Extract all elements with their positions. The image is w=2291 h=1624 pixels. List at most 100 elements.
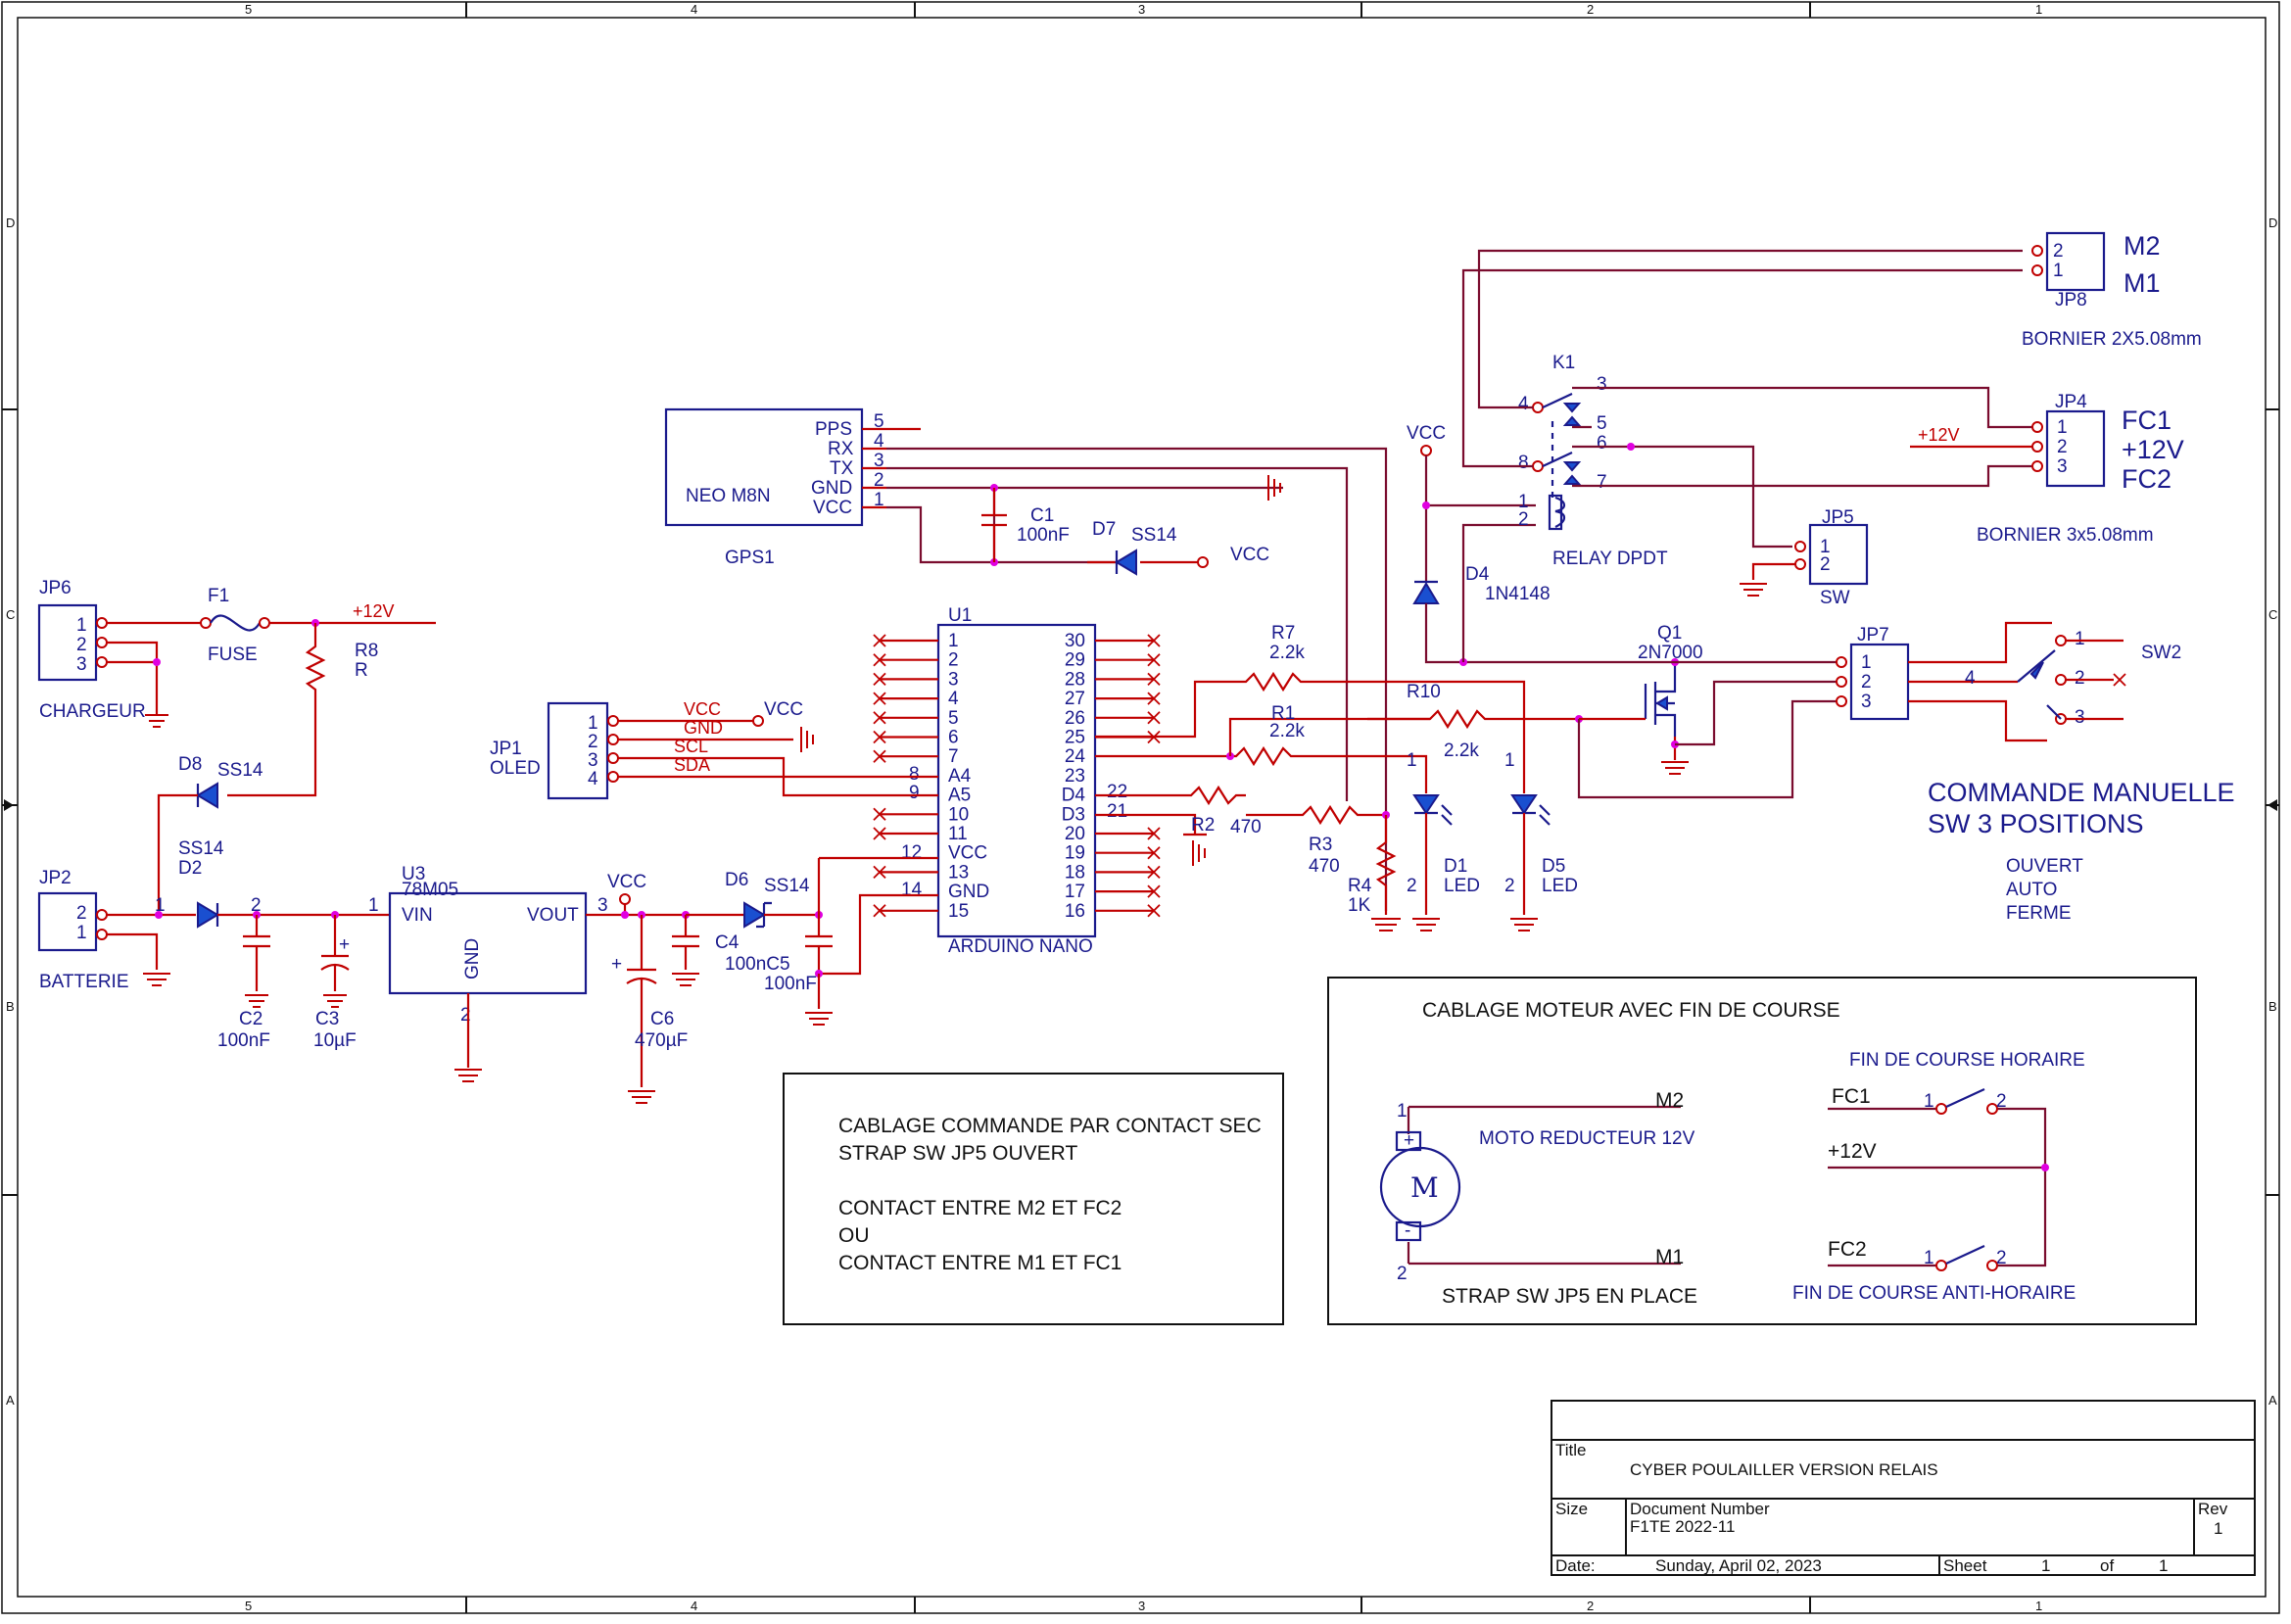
tb-rev: 1 xyxy=(2214,1519,2222,1538)
d1-pin1: 1 xyxy=(1407,750,1417,771)
gps-pinnum-5: 5 xyxy=(874,411,884,432)
motor-pin1: 1 xyxy=(1397,1101,1408,1122)
u1-nc-mark xyxy=(873,711,886,725)
jp1-net-gnd: GND xyxy=(684,718,723,738)
u1-nc-mark xyxy=(1147,634,1161,647)
note-contact-box: CABLAGE COMMANDE PAR CONTACT SEC STRAP S… xyxy=(783,1073,1284,1325)
fc1-pin2: 2 xyxy=(1996,1091,2007,1112)
manual-title2: SW 3 POSITIONS xyxy=(1928,809,2144,838)
motor-pin2: 2 xyxy=(1397,1264,1408,1284)
resistor-r2: R2 470 xyxy=(1095,785,1262,866)
u1-nc-mark xyxy=(873,730,886,744)
u1-right-pin-label: 24 xyxy=(1065,746,1086,767)
gps-pin-gnd: GND xyxy=(811,478,852,499)
k1-pin7: 7 xyxy=(1597,472,1607,493)
resistor-r10: R10 2.2k xyxy=(1367,682,1583,761)
manual-pos-close: FERME xyxy=(2006,903,2072,924)
d5-ref: D5 xyxy=(1542,856,1565,877)
r8-ref: R8 xyxy=(355,641,378,661)
gps-module: NEO M8N GPS1 PPS RX TX GND VCC 5 4 3 2 1 xyxy=(664,407,1388,911)
fc-anti-horaire-label: FIN DE COURSE ANTI-HORAIRE xyxy=(1792,1283,2076,1304)
mosfet-q1: Q1 2N7000 xyxy=(1577,623,1837,799)
r1-ref: R1 xyxy=(1271,703,1295,724)
u1-nc-mark xyxy=(1147,827,1161,840)
gps-pin-pps: PPS xyxy=(815,419,852,440)
diode-d2: D2 SS14 1 2 xyxy=(155,838,390,929)
note-contact-line1: CABLAGE COMMANDE PAR CONTACT SEC xyxy=(838,1115,1262,1137)
u1-nc-mark xyxy=(1147,672,1161,687)
motor-wiring-box: CABLAGE MOTEUR AVEC FIN DE COURSE + - M … xyxy=(1327,977,2197,1325)
sw2-pin2: 2 xyxy=(2075,668,2085,689)
note-contact-line3: CONTACT ENTRE M2 ET FC2 xyxy=(838,1197,1122,1219)
u1-nc-mark xyxy=(873,807,886,821)
c2-value: 100nF xyxy=(217,1030,270,1051)
jp1-net-vcc: VCC xyxy=(684,699,721,719)
u1-name: ARDUINO NANO xyxy=(948,936,1093,957)
k1-name: RELAY DPDT xyxy=(1552,549,1668,569)
connector-jp1-oled: JP1 OLED 1 2 3 4 VCC GND SCL SDA VCC xyxy=(490,699,938,800)
frame-row-c: C xyxy=(6,607,15,622)
c3-value: 10µF xyxy=(313,1030,357,1051)
frame-col-4-bottom: 4 xyxy=(691,1599,697,1613)
tb-date-label: Date: xyxy=(1555,1556,1596,1575)
connector-jp7: JP7 1 2 3 xyxy=(1836,621,2052,742)
u1-right-pin-label: 25 xyxy=(1065,728,1085,748)
connector-jp2: JP2 BATTERIE 2 1 xyxy=(37,868,196,992)
vcc-net-c6-c4: VCC + C6 470µF C4 xyxy=(607,872,744,1104)
sw2-pin1: 1 xyxy=(2075,629,2085,649)
r3-value: 470 xyxy=(1309,856,1340,877)
d1-pin2: 2 xyxy=(1407,876,1417,896)
u3-gnd: GND xyxy=(462,938,483,979)
manual-title1: COMMANDE MANUELLE xyxy=(1928,778,2235,807)
r1-value: 2.2k xyxy=(1269,721,1305,741)
jp8-pin1: 1 xyxy=(2053,261,2064,281)
tb-of-label: of xyxy=(2100,1556,2114,1575)
motor-m1: M1 xyxy=(1655,1246,1684,1268)
jp1-pin2: 2 xyxy=(588,732,598,752)
d6-ref: D6 xyxy=(725,870,748,890)
note-contact-line5: CONTACT ENTRE M1 ET FC1 xyxy=(838,1252,1122,1274)
r7-value: 2.2k xyxy=(1269,643,1305,663)
jp8-name: BORNIER 2X5.08mm xyxy=(2022,329,2202,350)
vcc-label: VCC xyxy=(607,872,646,892)
u1-left-pin-label: VCC xyxy=(948,843,987,864)
jp1-pin3: 3 xyxy=(588,750,598,771)
motor-box-title: CABLAGE MOTEUR AVEC FIN DE COURSE xyxy=(1422,999,1840,1022)
u1-left-pin-label: 13 xyxy=(948,862,969,883)
jp5-pin2: 2 xyxy=(1820,554,1831,575)
u1-pin9: 9 xyxy=(909,783,920,803)
connector-jp5: JP5 SW 1 2 xyxy=(1740,507,1869,608)
u1-nc-mark xyxy=(873,692,886,705)
u1-nc-mark xyxy=(873,749,886,763)
r4-value: 1K xyxy=(1348,895,1371,916)
jp4-net-12v: +12V xyxy=(2122,435,2184,464)
resistor-r8: R8 R xyxy=(227,623,378,797)
frame-row-d-right: D xyxy=(2268,215,2277,230)
jp1-name: OLED xyxy=(490,758,541,779)
tb-docnum: F1TE 2022-11 xyxy=(1630,1517,1735,1536)
sw2-pin4: 4 xyxy=(1965,668,1976,689)
jp8-net-m1: M1 xyxy=(2124,268,2161,298)
frame-col-4: 4 xyxy=(691,2,697,17)
d4-ref: D4 xyxy=(1465,564,1490,585)
u1-left-pin-label: 6 xyxy=(948,728,959,748)
d7-ref: D7 xyxy=(1092,519,1116,540)
frame-row-c-right: C xyxy=(2268,607,2277,622)
tb-title-label: Title xyxy=(1555,1441,1587,1459)
r2-value: 470 xyxy=(1230,817,1262,837)
u1-pin8: 8 xyxy=(909,764,920,785)
relay-vcc-label: VCC xyxy=(1407,423,1446,444)
v12-label: +12V xyxy=(1828,1140,1877,1163)
u1-left-pin-label: 2 xyxy=(948,650,959,671)
u1-right-pin-label: 26 xyxy=(1065,708,1085,729)
jp8-net-m2: M2 xyxy=(2124,231,2161,261)
manual-pos-auto: AUTO xyxy=(2006,880,2057,900)
fuse-f1: F1 FUSE +12V xyxy=(200,586,436,665)
fc1-pin1: 1 xyxy=(1924,1091,1934,1112)
jp7-pin3: 3 xyxy=(1861,692,1872,712)
r10-value: 2.2k xyxy=(1444,740,1479,761)
k1-pin5: 5 xyxy=(1597,413,1607,434)
gps-pin-vcc: VCC xyxy=(813,498,852,518)
